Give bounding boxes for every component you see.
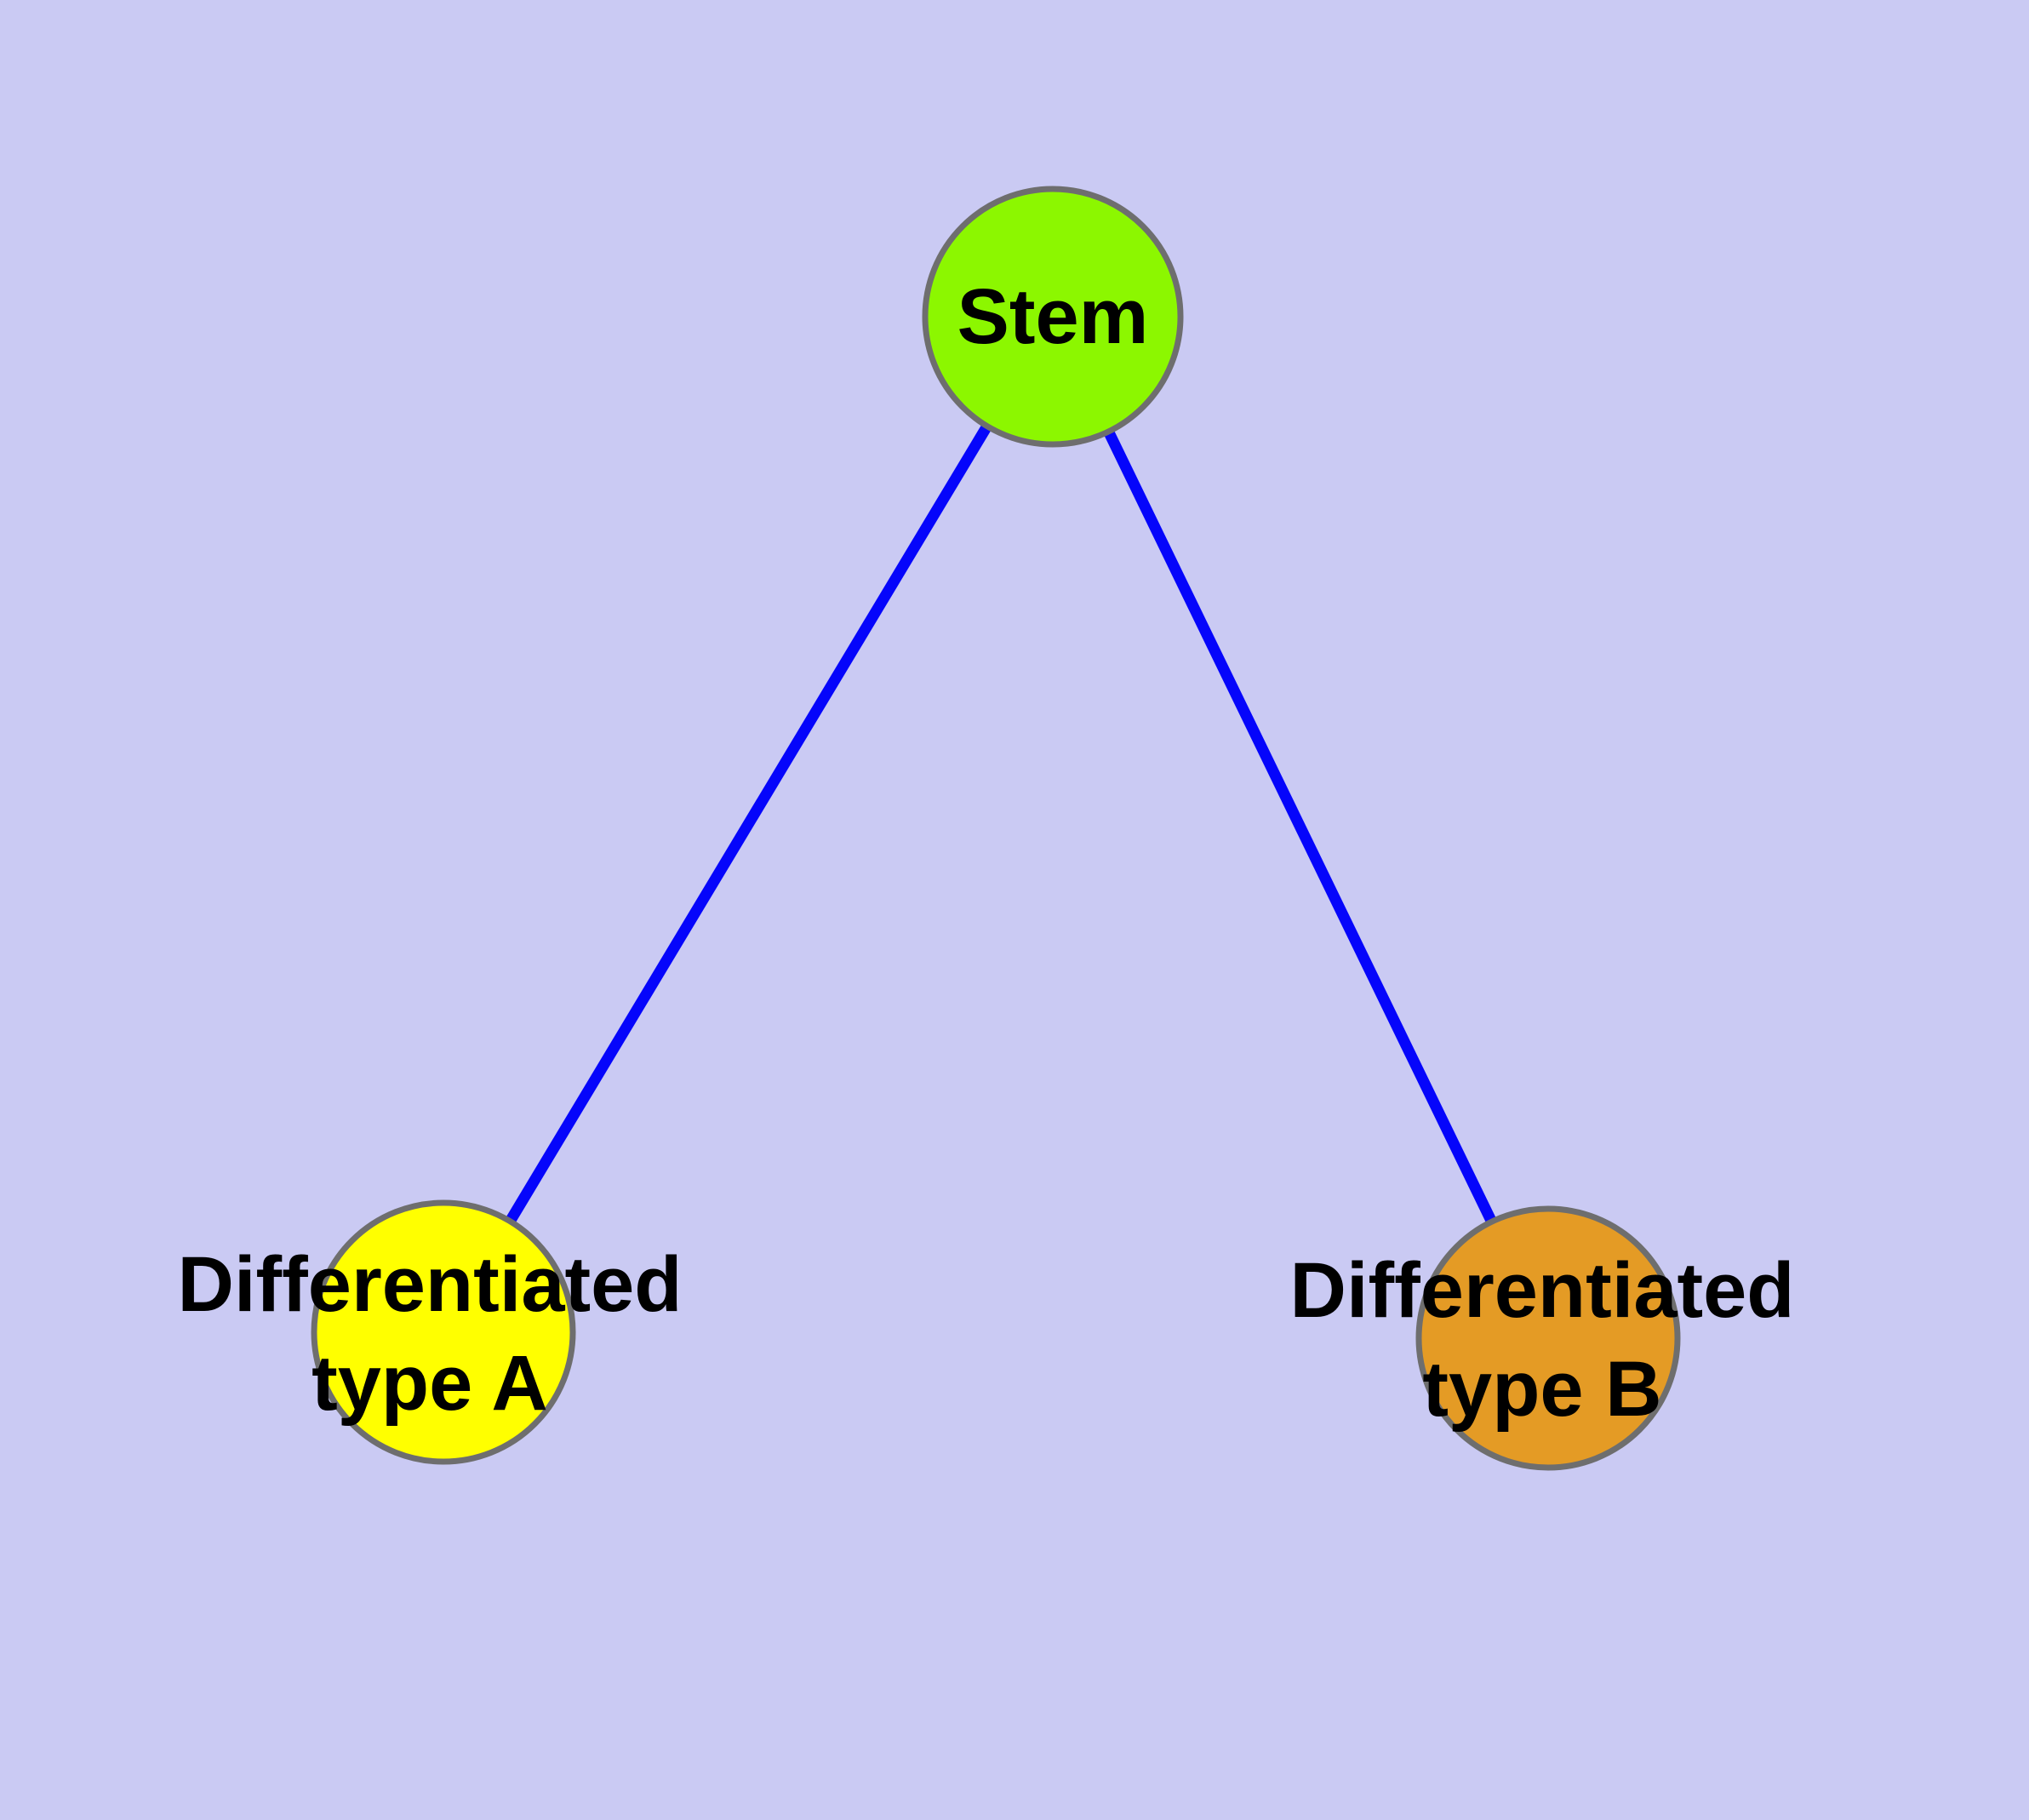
node-type-a-circle xyxy=(311,1199,576,1465)
node-type-b-label-line1: Differentiated xyxy=(1289,1247,1795,1334)
edge-stem-to-type-b xyxy=(1048,314,1553,1341)
node-stem-label: Stem xyxy=(957,267,1149,366)
node-stem-circle xyxy=(922,186,1184,448)
node-type-b-circle xyxy=(1415,1205,1681,1471)
edge-stem-to-type-a xyxy=(438,313,1058,1336)
node-stem-label-text: Stem xyxy=(957,273,1149,360)
node-type-a-label-line2: type A xyxy=(311,1340,548,1427)
node-type-b-label: Differentiated type B xyxy=(1290,1241,1795,1439)
node-type-a-label-line1: Differentiated xyxy=(177,1241,683,1328)
node-type-b-label-line2: type B xyxy=(1422,1346,1662,1433)
node-type-a-label: Differentiated type A xyxy=(178,1235,683,1433)
